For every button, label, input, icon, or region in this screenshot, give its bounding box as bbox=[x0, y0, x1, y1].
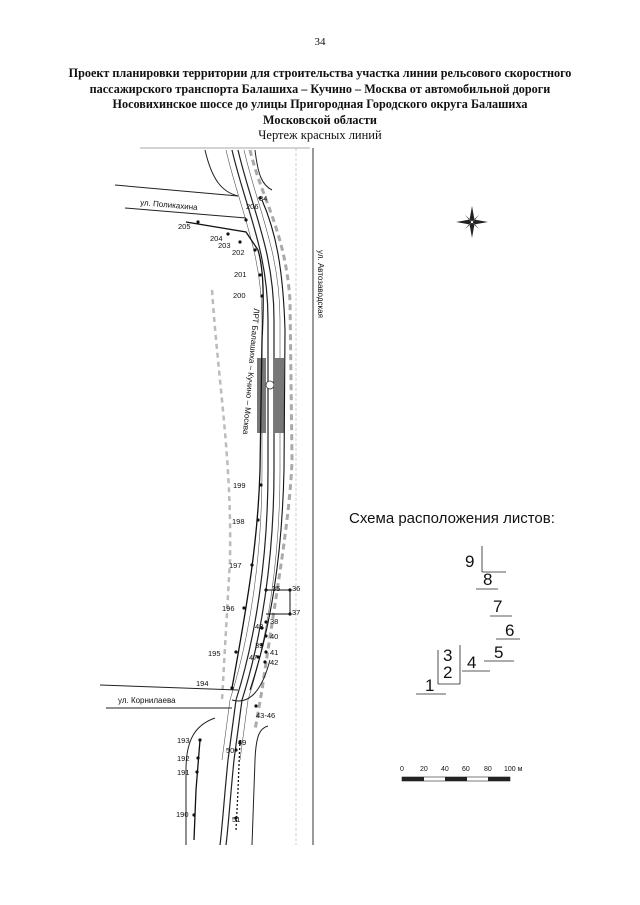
point-label-40: 40 bbox=[270, 632, 278, 641]
point-label-197: 197 bbox=[229, 561, 242, 570]
scale-label-60: 60 bbox=[462, 766, 470, 773]
point-label-205: 205 bbox=[178, 222, 191, 231]
point-label-37: 37 bbox=[292, 608, 300, 617]
road-north-curve bbox=[254, 149, 273, 191]
lower-road-west bbox=[185, 717, 216, 845]
point-label-203: 203 bbox=[218, 241, 231, 250]
sheet-number-4[interactable]: 4 bbox=[467, 653, 477, 672]
point-label-195: 195 bbox=[208, 649, 221, 658]
point-label-36: 36 bbox=[292, 584, 300, 593]
point-label-190: 190 bbox=[176, 810, 189, 819]
rail-track-1 bbox=[219, 149, 269, 846]
street-label-kornilaeva: ул. Корнилаева bbox=[118, 696, 176, 705]
compass-rose-icon bbox=[456, 206, 488, 238]
point-label-199: 199 bbox=[233, 481, 246, 490]
sheet-number-1[interactable]: 1 bbox=[425, 676, 435, 695]
point-label-194: 194 bbox=[196, 679, 209, 688]
point-label-201: 201 bbox=[234, 270, 247, 279]
rail-track-3 bbox=[221, 149, 263, 761]
point-label-206: 206 bbox=[246, 202, 259, 211]
sheet-number-2[interactable]: 2 bbox=[443, 663, 453, 682]
point-label-193: 193 bbox=[177, 736, 190, 745]
lower-road-east bbox=[251, 725, 269, 846]
point-label-35: 35 bbox=[272, 584, 280, 593]
title-line-4: Московской области bbox=[263, 112, 377, 127]
red-line-west bbox=[185, 221, 264, 689]
survey-corridor-left bbox=[210, 289, 232, 701]
drawing-subtitle: Чертеж красных линий bbox=[258, 128, 382, 142]
sheet-scheme-title: Схема расположения листов: bbox=[349, 510, 555, 527]
kornilaeva-road-north-edge bbox=[99, 684, 239, 691]
point-label-198: 198 bbox=[232, 517, 245, 526]
station-platform-right bbox=[275, 358, 284, 433]
point-label-51: 51 bbox=[232, 815, 240, 824]
scale-label-0: 0 bbox=[400, 766, 404, 773]
polikakhina-road-north-edge bbox=[114, 184, 239, 197]
document-title: Проект планировки территории для строите… bbox=[40, 66, 600, 128]
sheet-number-8[interactable]: 8 bbox=[483, 570, 493, 589]
station-symbol bbox=[265, 380, 275, 390]
polikakhina-road-south-edge bbox=[124, 207, 247, 219]
sheet-number-6[interactable]: 6 bbox=[505, 621, 515, 640]
point-label-41: 41 bbox=[270, 648, 278, 657]
point-label-200: 200 bbox=[233, 291, 246, 300]
point-label-38: 38 bbox=[270, 617, 278, 626]
point-markers bbox=[192, 196, 292, 820]
road-junction-curve bbox=[231, 659, 271, 702]
sheet-number-7[interactable]: 7 bbox=[493, 597, 503, 616]
street-label-avtozavodskaya: ул. Автозаводская bbox=[316, 250, 325, 318]
point-label-48: 48 bbox=[255, 622, 263, 631]
survey-corridor-right bbox=[248, 149, 294, 731]
point-label-47: 47 bbox=[249, 653, 257, 662]
title-line-3: Носовихинское шоссе до улицы Пригородная… bbox=[112, 97, 528, 111]
page-number: 34 bbox=[314, 36, 326, 48]
road-north-curve-west bbox=[204, 149, 239, 197]
point-label-202: 202 bbox=[232, 248, 245, 257]
title-line-2: пассажирского транспорта Балашиха – Кучи… bbox=[89, 81, 551, 96]
red-line-south-west bbox=[193, 739, 201, 841]
point-label-34: 34 bbox=[259, 194, 267, 203]
scale-label-40: 40 bbox=[441, 766, 449, 773]
point-label-196: 196 bbox=[222, 604, 235, 613]
sheet-number-9[interactable]: 9 bbox=[465, 552, 475, 571]
point-label-191: 191 bbox=[177, 768, 190, 777]
sheet-number-5[interactable]: 5 bbox=[494, 643, 504, 662]
scale-label-20: 20 bbox=[420, 766, 428, 773]
sheet-number-3[interactable]: 3 bbox=[443, 646, 453, 665]
point-label-192: 192 bbox=[177, 754, 190, 763]
point-label-42: 42 bbox=[270, 658, 278, 667]
parcel-35-37 bbox=[266, 589, 291, 615]
scale-label-100: 100 м bbox=[504, 766, 523, 773]
sheet-layout-scheme bbox=[416, 546, 520, 695]
point-label-39: 39 bbox=[255, 641, 263, 650]
scale-bar bbox=[401, 776, 511, 782]
point-label-204: 204 bbox=[210, 234, 223, 243]
point-label-50: 50 bbox=[226, 746, 234, 755]
rail-track-2 bbox=[225, 149, 275, 846]
scale-label-80: 80 bbox=[484, 766, 492, 773]
point-label-43-46: 43-46 bbox=[256, 711, 275, 720]
title-line-1: Проект планировки территории для строите… bbox=[68, 66, 572, 80]
point-label-49: 49 bbox=[238, 738, 246, 747]
